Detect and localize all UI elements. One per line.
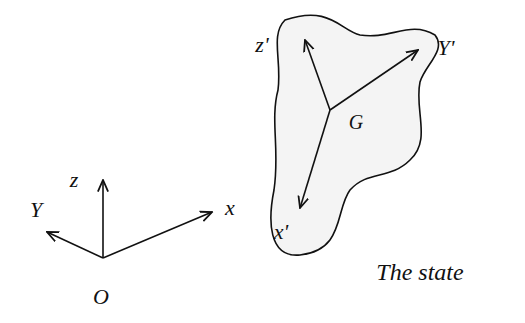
axis-label: z [70, 169, 79, 191]
axis-label: z' [255, 34, 268, 56]
fixed-axes [47, 180, 212, 258]
body-axes [300, 40, 418, 208]
axis-label: Y' [438, 37, 455, 59]
axis-label: x' [274, 221, 288, 243]
rigid-body-outline [271, 15, 439, 255]
caption-note: The state [376, 260, 463, 284]
axis-label: x [225, 197, 235, 219]
origin-label: O [93, 286, 109, 308]
axis-label: Y [30, 199, 42, 221]
center-label: G [349, 112, 363, 132]
